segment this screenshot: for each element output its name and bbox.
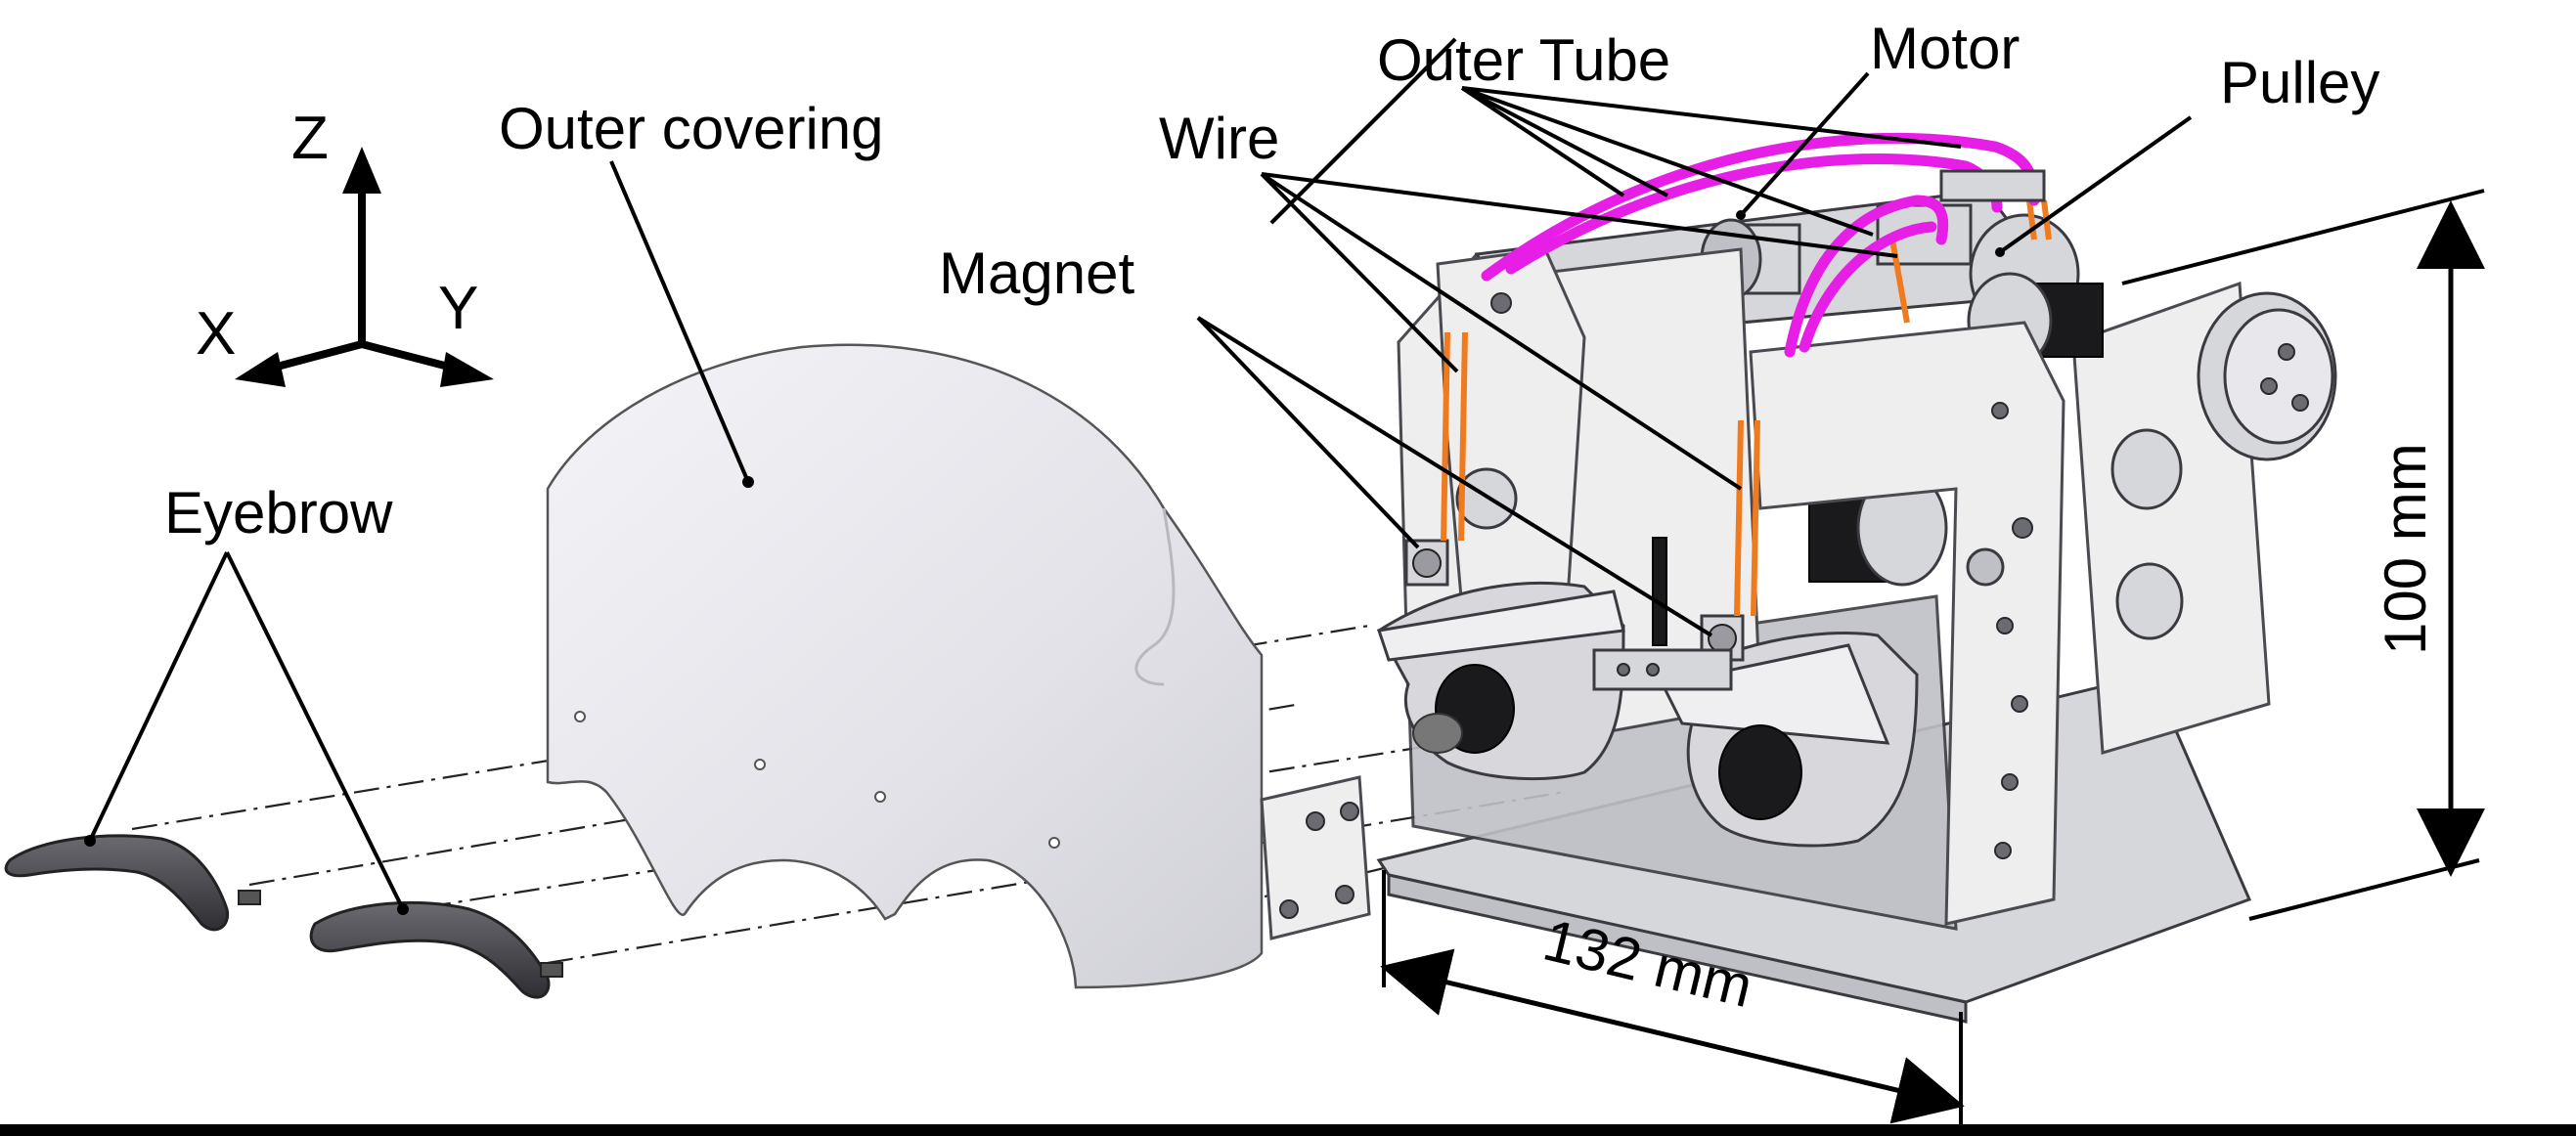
outer-covering [546, 343, 1264, 989]
wire-leaders [1260, 172, 1898, 491]
motor-pointer [1736, 210, 1746, 220]
wires [1441, 199, 2052, 617]
outer-tube-label: Outer Tube [1377, 27, 1670, 93]
outer-covering-pointer [742, 476, 754, 488]
axis-z-label: Z [291, 105, 329, 172]
dimension-height: 100 mm [2121, 189, 2485, 921]
outer-covering-label: Outer covering [499, 96, 884, 161]
eyebrow-right [309, 900, 563, 999]
front-plate-holes [1966, 402, 2033, 859]
pulley-label: Pulley [2220, 50, 2379, 115]
eyebrow-label: Eyebrow [164, 480, 393, 546]
magnet-left [1404, 539, 1449, 587]
mount-plate [1260, 775, 1371, 940]
height-dimension-label: 100 mm [2373, 443, 2438, 655]
mechanism [1376, 132, 2337, 1024]
motor-leader [1739, 71, 1870, 217]
pulley-leader [1998, 115, 2193, 254]
eyebrow-left [4, 834, 261, 932]
pulley-pointer [1995, 247, 2005, 257]
pulley-assembly-right [2071, 281, 2337, 755]
axis-y-label: Y [438, 275, 478, 342]
eyebrow-leaders [84, 551, 409, 915]
motor-label: Motor [1870, 16, 2020, 81]
eyeball-right [1660, 631, 1919, 848]
outer-tube-leaders [1460, 86, 1962, 237]
magnet-label: Magnet [939, 240, 1134, 306]
axis-x-label: X [196, 300, 236, 368]
eyeball-left [1377, 582, 1625, 781]
wire-label: Wire [1159, 106, 1279, 171]
bottom-border [0, 1124, 2576, 1136]
magnet-leaders [1196, 316, 1713, 637]
leader-lines [609, 37, 1457, 483]
axis-triad: Z X Y [196, 105, 494, 387]
